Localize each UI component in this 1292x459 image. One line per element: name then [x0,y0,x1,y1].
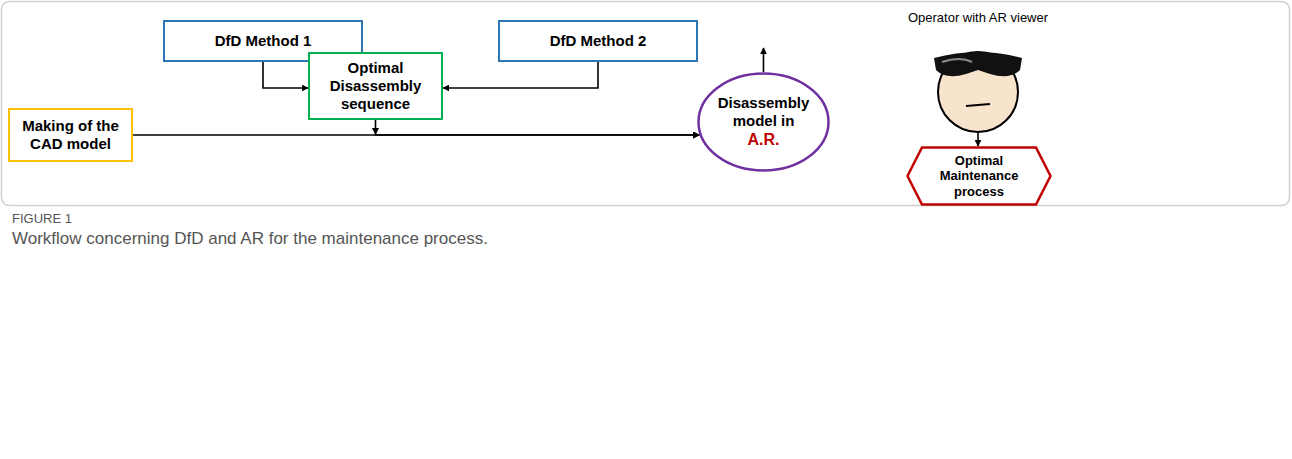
node-text: DfD Method 1 [215,32,312,50]
node-text: Making of the CAD model [18,117,123,153]
ar-model-ellipse: Disassembly model inA.R. [697,72,830,172]
flow-arrow [763,48,765,72]
flow-arrow [263,62,308,88]
glasses-shine [942,59,972,62]
figure-caption: Workflow concerning DfD and AR for the m… [12,229,488,249]
node-text: Optimal Disassembly sequence [318,59,433,113]
flow-arrow [443,62,598,88]
operator-mouth [966,104,990,106]
node-text: DfD Method 2 [550,32,647,50]
maintenance-hexagon: Optimal Maintenance process [906,146,1052,206]
flow-arrow [133,134,699,136]
cad-box: Making of the CAD model [8,108,133,162]
frame-border [2,2,1290,206]
figure-number: FIGURE 1 [12,211,72,226]
flow-arrow [376,120,700,135]
node-text: Optimal Maintenance process [924,153,1034,200]
operator-node: Operator with AR viewer [893,6,1063,134]
node-text: Disassembly model in [715,94,812,130]
ar-viewer-glasses [934,52,1022,76]
node-text: Operator with AR viewer [908,10,1048,26]
node-text: A.R. [748,130,780,149]
method-box: DfD Method 2 [498,20,698,62]
flow-arrow [977,132,979,146]
junction-arrowhead [372,128,379,135]
sequence-box: Optimal Disassembly sequence [308,52,443,120]
